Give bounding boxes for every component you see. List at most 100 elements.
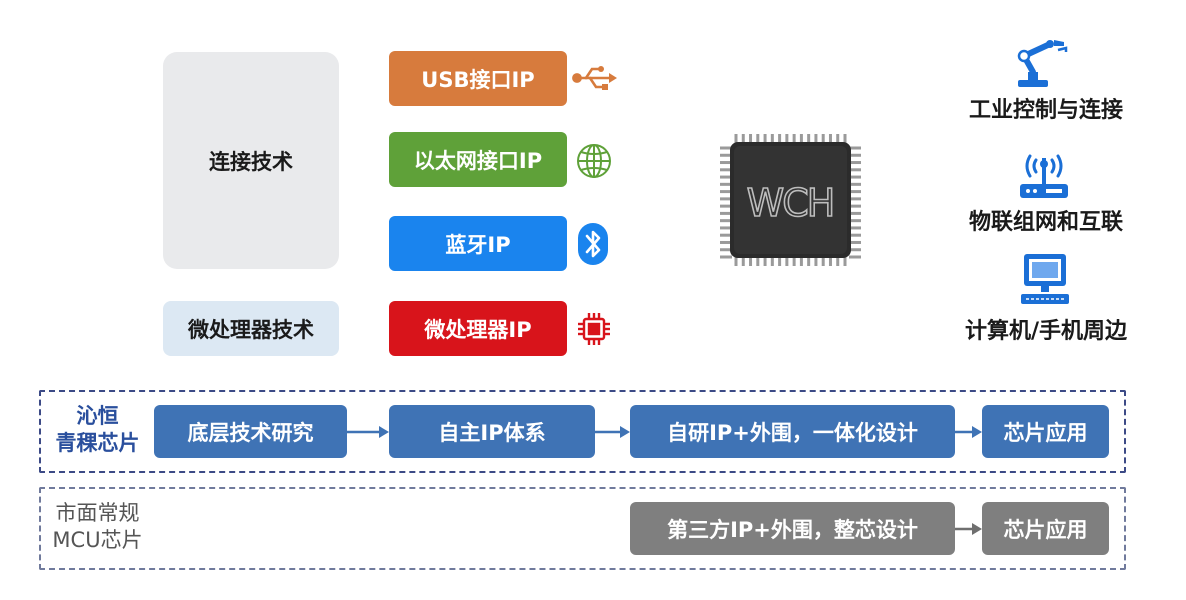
qinheng-step-research: 底层技术研究 bbox=[154, 405, 347, 458]
chip-pin bbox=[720, 219, 732, 223]
chip-pin bbox=[843, 256, 847, 266]
chip-pin bbox=[720, 153, 732, 157]
usb-ip-label: USB接口IP bbox=[421, 67, 535, 92]
market-mcu-lane bbox=[39, 487, 1126, 570]
microprocessor-tech-label: 微处理器技术 bbox=[188, 317, 314, 342]
iot-networking-label: 物联组网和互联 bbox=[968, 210, 1123, 235]
chip-pin bbox=[849, 211, 861, 215]
bluetooth-ip-label: 蓝牙IP bbox=[445, 232, 511, 257]
chip-pin bbox=[785, 256, 789, 266]
industrial-control-label: 工业控制与连接 bbox=[968, 98, 1123, 123]
chip-pin bbox=[814, 256, 818, 266]
connectivity-tech-block: 连接技术 bbox=[163, 52, 339, 269]
bluetooth-icon bbox=[578, 223, 608, 265]
chip-pin bbox=[778, 256, 782, 266]
chip-pin bbox=[836, 134, 840, 144]
chip-pin bbox=[849, 153, 861, 157]
chip-pin bbox=[849, 248, 861, 252]
qinheng-step-integrated-design: 自研IP+外围，一体化设计 bbox=[630, 405, 955, 458]
computer-peripherals-label: 计算机/手机周边 bbox=[964, 319, 1128, 344]
market-label-line2: MCU芯片 bbox=[52, 528, 143, 552]
microprocessor-ip-label: 微处理器IP bbox=[424, 317, 532, 342]
market-mcu-lane-label: 市面常规 MCU芯片 bbox=[45, 500, 150, 554]
chip-pin bbox=[756, 256, 760, 266]
chip-pin bbox=[807, 256, 811, 266]
chip-pin bbox=[741, 256, 745, 266]
chip-pin bbox=[763, 256, 767, 266]
chip-pin bbox=[828, 256, 832, 266]
robot-arm-icon bbox=[1017, 40, 1068, 87]
chip-pin bbox=[720, 233, 732, 237]
chip-pin bbox=[720, 226, 732, 230]
chip-pin bbox=[720, 240, 732, 244]
chip-pin bbox=[720, 168, 732, 172]
connectivity-tech-label: 连接技术 bbox=[209, 149, 293, 174]
chip-pin bbox=[807, 134, 811, 144]
chip-pin bbox=[849, 190, 861, 194]
chip-pin bbox=[720, 204, 732, 208]
qinheng-step-own-ip: 自主IP体系 bbox=[389, 405, 595, 458]
chip-pin bbox=[720, 255, 732, 259]
chip-pin bbox=[720, 248, 732, 252]
microprocessor-tech-block: 微处理器技术 bbox=[163, 301, 339, 356]
chip-pin bbox=[849, 161, 861, 165]
wireless-router-icon bbox=[1020, 154, 1068, 198]
chip-pin bbox=[749, 256, 753, 266]
market-label-line1: 市面常规 bbox=[55, 501, 140, 525]
qinheng-label-line2: 青稞芯片 bbox=[55, 431, 140, 455]
qinheng-step-chip-application: 芯片应用 bbox=[982, 405, 1109, 458]
chip-pin bbox=[734, 256, 738, 266]
chip-pin bbox=[785, 134, 789, 144]
chip-pin bbox=[849, 226, 861, 230]
chip-pin bbox=[720, 161, 732, 165]
chip-pin bbox=[741, 134, 745, 144]
qinheng-lane bbox=[39, 390, 1126, 473]
chip-pin bbox=[792, 134, 796, 144]
qinheng-label-line1: 沁恒 bbox=[76, 404, 119, 428]
chip-pin bbox=[720, 211, 732, 215]
chip-pin bbox=[849, 255, 861, 259]
chip-pin bbox=[836, 256, 840, 266]
chip-pin bbox=[756, 134, 760, 144]
bluetooth-ip-block: 蓝牙IP bbox=[389, 216, 567, 271]
flow-arrow bbox=[955, 523, 982, 535]
chip-pin bbox=[821, 256, 825, 266]
chip-pin bbox=[770, 256, 774, 266]
usb-ip-block: USB接口IP bbox=[389, 51, 567, 106]
chip-pin bbox=[778, 134, 782, 144]
chip-pin bbox=[849, 182, 861, 186]
usb-icon bbox=[572, 66, 617, 90]
chip-pin bbox=[770, 134, 774, 144]
ethernet-ip-block: 以太网接口IP bbox=[389, 132, 567, 187]
market-step-chip-application: 芯片应用 bbox=[982, 502, 1109, 555]
chip-pin bbox=[792, 256, 796, 266]
chip-pin bbox=[849, 175, 861, 179]
chip-pin bbox=[720, 190, 732, 194]
chip-pin bbox=[734, 134, 738, 144]
chip-pin bbox=[720, 197, 732, 201]
chip-pin bbox=[720, 182, 732, 186]
chip-pin bbox=[821, 134, 825, 144]
computer-icon bbox=[1021, 254, 1069, 304]
chip-pin bbox=[828, 134, 832, 144]
chip-pin bbox=[799, 134, 803, 144]
chip-pin bbox=[749, 134, 753, 144]
wch-chip-image: WCH bbox=[720, 134, 861, 266]
microprocessor-ip-block: 微处理器IP bbox=[389, 301, 567, 356]
flow-arrow bbox=[955, 426, 982, 438]
chip-pin bbox=[849, 233, 861, 237]
flow-arrow bbox=[347, 426, 389, 438]
chip-pin bbox=[849, 204, 861, 208]
chip-pin bbox=[849, 240, 861, 244]
flow-arrow bbox=[595, 426, 630, 438]
market-step-third-party-design: 第三方IP+外围，整芯设计 bbox=[630, 502, 955, 555]
ethernet-ip-label: 以太网接口IP bbox=[413, 148, 543, 173]
chip-pin bbox=[849, 146, 861, 150]
chip-pin bbox=[720, 146, 732, 150]
chip-pin bbox=[843, 134, 847, 144]
chip-logo-text: WCH bbox=[747, 181, 834, 225]
globe-icon bbox=[577, 144, 611, 178]
chip-pin bbox=[849, 168, 861, 172]
chip-pin bbox=[799, 256, 803, 266]
chip-pin bbox=[814, 134, 818, 144]
